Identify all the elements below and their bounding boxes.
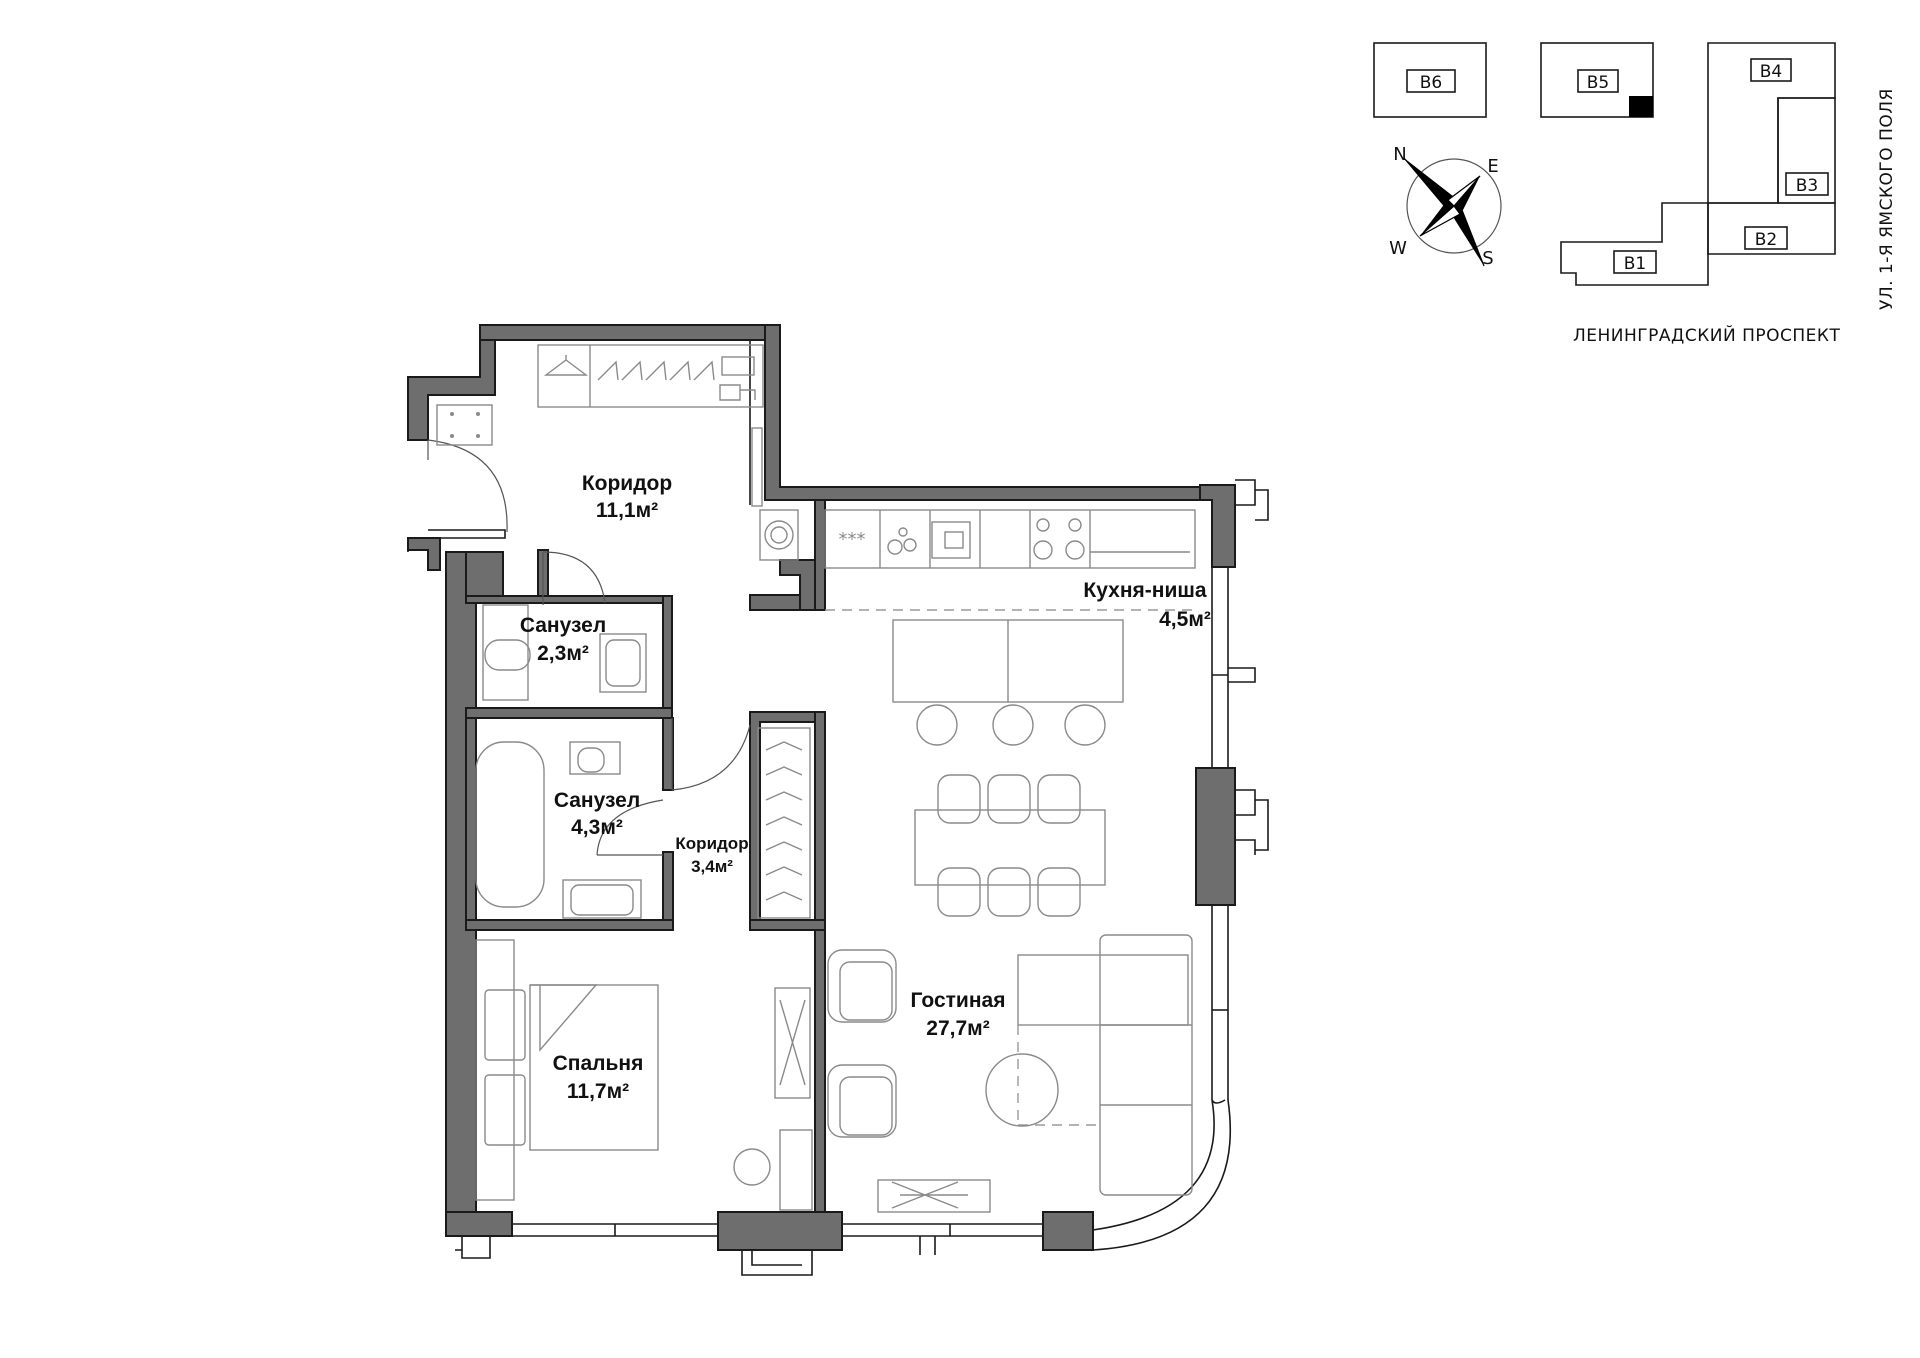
room-area-kitchen: 4,5м² (1159, 608, 1211, 631)
compass-s: S (1482, 248, 1493, 269)
building-b3-label: В3 (1796, 176, 1818, 196)
doors (427, 439, 751, 856)
room-area-corridor-main: 11,1м² (596, 499, 658, 522)
street-label-bottom: ЛЕНИНГРАДСКИЙ ПРОСПЕКТ (1573, 324, 1840, 346)
street-label-right: УЛ. 1-Я ЯМСКОГО ПОЛЯ (1877, 88, 1897, 310)
building-b6 (1373, 42, 1487, 118)
room-name-bedroom: Спальня (553, 1052, 644, 1075)
room-name-kitchen: Кухня-ниша (1083, 579, 1206, 602)
compass-icon: N E S W (1389, 144, 1502, 269)
room-name-bathroom-small: Санузел (520, 614, 606, 637)
compass-n: N (1393, 144, 1406, 165)
room-area-living: 27,7м² (926, 1017, 989, 1040)
apartment-location-marker (1629, 96, 1653, 117)
room-name-bathroom-large: Санузел (554, 789, 640, 812)
room-name-corridor-small: Коридор (675, 834, 748, 853)
building-b5-label: В5 (1587, 73, 1609, 93)
building-b1 (1560, 202, 1709, 286)
room-area-bedroom: 11,7м² (567, 1080, 629, 1103)
compass-e: E (1487, 156, 1498, 177)
room-area-corridor-small: 3,4м² (691, 857, 733, 876)
room-area-bathroom-small: 2,3м² (537, 642, 589, 665)
building-b4-label: В4 (1760, 62, 1782, 82)
compass-w: W (1389, 238, 1407, 259)
building-b2-label: В2 (1755, 230, 1777, 250)
site-plan: В6 В5 В4 В3 В2 В1 ЛЕНИНГРАДСКИЙ ПРОСПЕКТ… (1373, 42, 1897, 346)
building-b6-label: В6 (1420, 73, 1442, 93)
furniture: *** (436, 344, 1196, 1213)
building-b1-label: В1 (1624, 254, 1646, 274)
svg-text:***: *** (839, 529, 866, 550)
room-area-bathroom-large: 4,3м² (571, 816, 623, 839)
walls (407, 324, 1236, 1251)
room-labels: Коридор 11,1м² Санузел 2,3м² Санузел 4,3… (520, 472, 1211, 1103)
outlines (407, 340, 1269, 1276)
room-name-living: Гостиная (911, 989, 1006, 1012)
room-name-corridor-main: Коридор (582, 472, 672, 495)
building-b5 (1540, 42, 1654, 118)
